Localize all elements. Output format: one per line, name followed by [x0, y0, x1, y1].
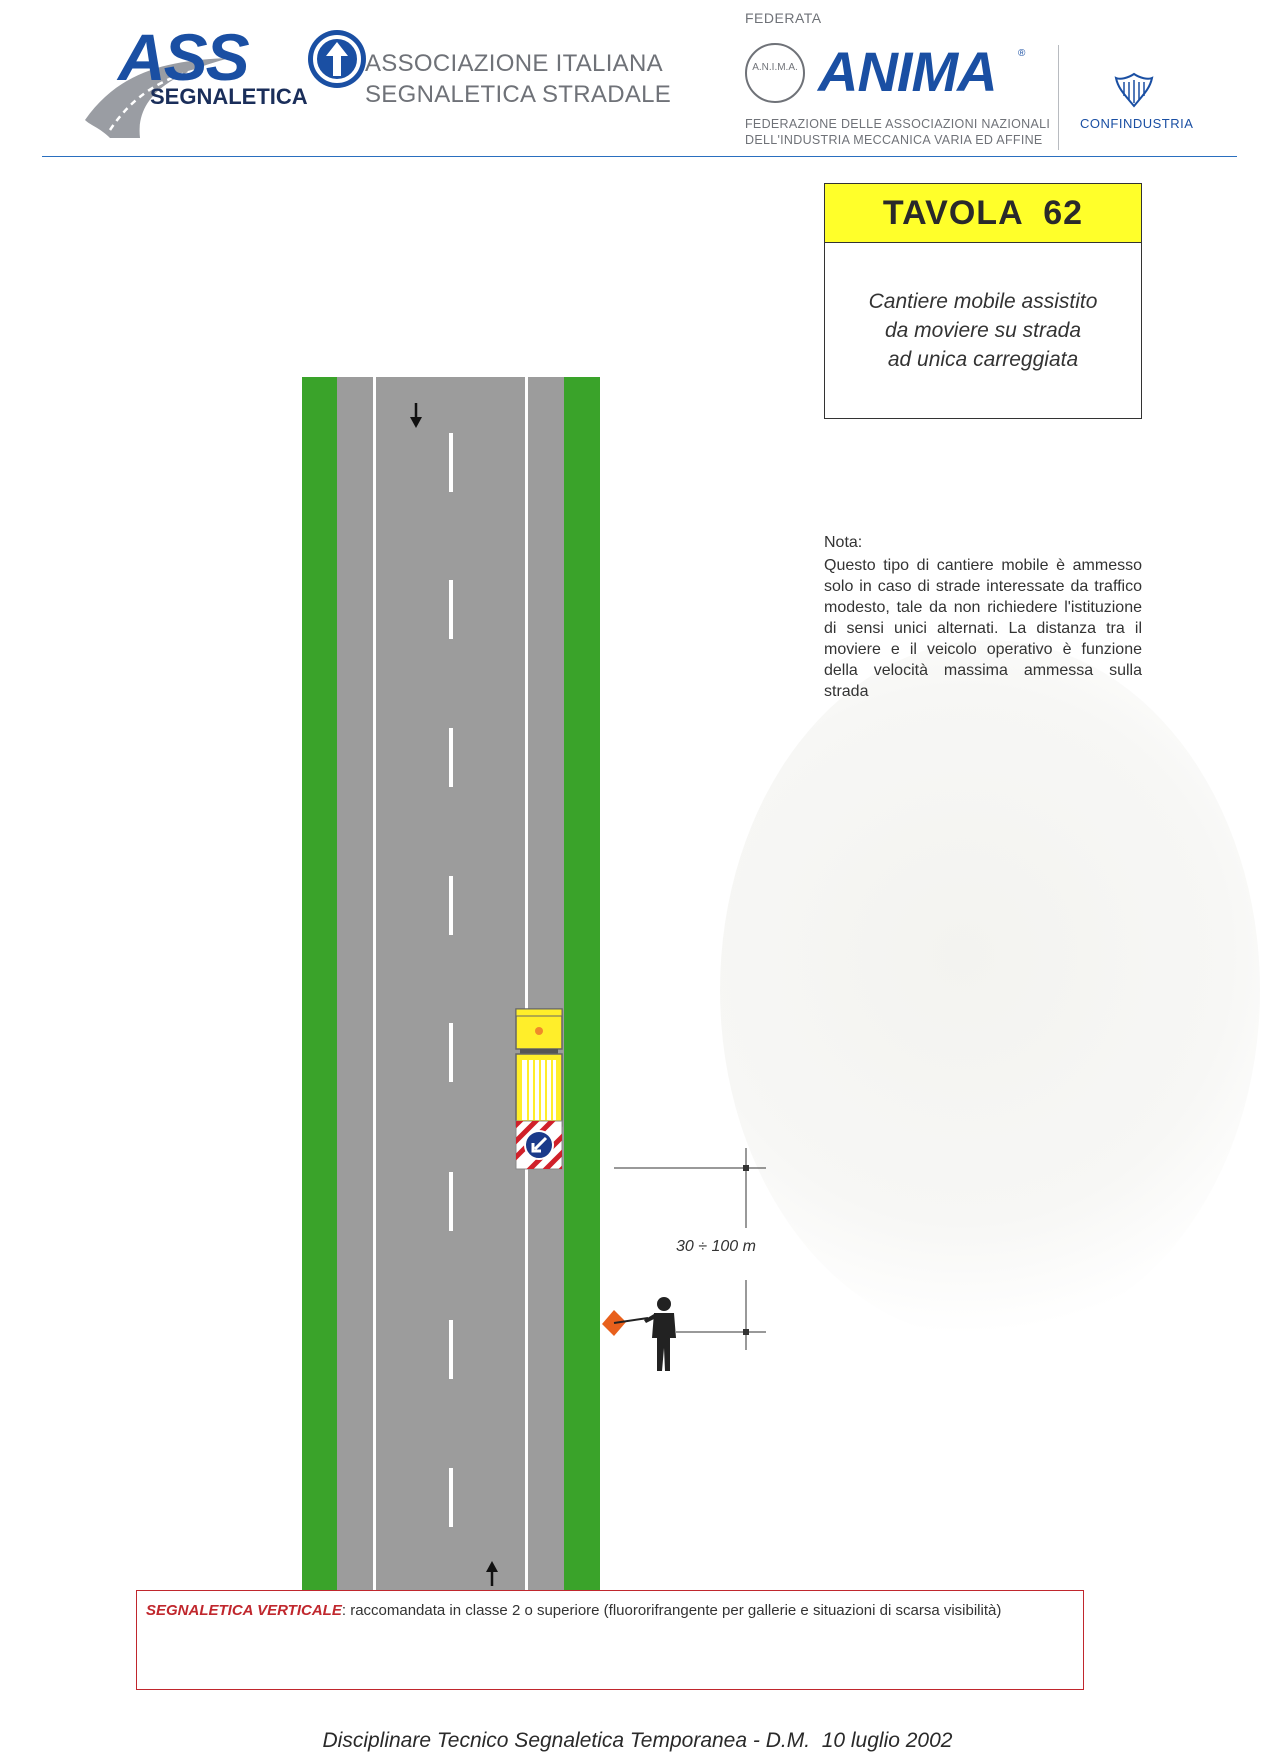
distance-label: 30 ÷ 100 m	[676, 1238, 756, 1255]
tavola-description-line2: da moviere su strada	[884, 319, 1082, 342]
segnaletica-verticale-text: : raccomandata in classe 2 o superiore (…	[341, 1602, 1002, 1619]
center-dash	[449, 580, 453, 639]
road-surface	[302, 377, 600, 1590]
header-vertical-divider	[1058, 45, 1059, 150]
work-vehicle	[515, 1008, 563, 1131]
arrow-up-circle-icon	[308, 30, 366, 88]
anima-federation-line1: FEDERAZIONE DELLE ASSOCIAZIONI NAZIONALI	[745, 117, 1051, 131]
road-swoosh-icon	[85, 58, 231, 138]
flagman-figure	[602, 1297, 676, 1371]
center-dash	[449, 876, 453, 935]
tavola-title: TAVOLA 62	[882, 194, 1084, 232]
rear-warning-panel	[515, 1120, 563, 1170]
anima-registered-mark: ®	[1018, 48, 1026, 59]
association-name: ASSOCIAZIONE ITALIANA SEGNALETICA STRADA…	[365, 48, 671, 110]
center-dash	[449, 1172, 453, 1231]
background-disc	[720, 640, 1260, 1340]
segnaletica-verticale-label: SEGNALETICA VERTICALE	[146, 1602, 342, 1619]
confindustria-eagle-icon	[1114, 70, 1154, 115]
tavola-description-line3: ad unica carreggiata	[887, 348, 1079, 371]
center-dash	[449, 433, 453, 492]
asso-logo-word: ASS	[118, 20, 250, 94]
anima-logo: ANIMA	[818, 40, 998, 103]
segnaletica-verticale-box: SEGNALETICA VERTICALE: raccomandata in c…	[136, 1590, 1084, 1690]
tavola-box: TAVOLA 62 Cantiere mobile assistito da m…	[824, 183, 1142, 419]
tavola-header: TAVOLA 62	[825, 184, 1141, 243]
center-dash	[449, 1023, 453, 1082]
association-name-line2: SEGNALETICA STRADALE	[365, 81, 672, 108]
confindustria-label: CONFINDUSTRIA	[1080, 116, 1194, 131]
center-dash	[449, 728, 453, 787]
left-edge-line	[373, 377, 376, 1590]
association-name-line1: ASSOCIAZIONE ITALIANA	[365, 50, 663, 77]
segnaletica-verticale-note: SEGNALETICA VERTICALE: raccomandata in c…	[146, 1602, 1001, 1619]
header-divider	[42, 156, 1237, 157]
distance-dimension	[614, 1148, 766, 1350]
right-grass-verge	[564, 377, 600, 1590]
nota-text: Questo tipo di cantiere mobile è ammesso…	[824, 557, 1142, 700]
anima-seal-icon: A.N.I.M.A.	[745, 43, 805, 103]
asso-logo-sub: SEGNALETICA	[150, 84, 308, 109]
tavola-description: Cantiere mobile assistito da moviere su …	[825, 287, 1141, 374]
federata-label: FEDERATA	[745, 10, 822, 26]
left-grass-verge	[302, 377, 337, 1590]
anima-federation-text: FEDERAZIONE DELLE ASSOCIAZIONI NAZIONALI…	[745, 116, 1050, 148]
anima-seal-text: A.N.I.M.A.	[752, 62, 798, 73]
tavola-description-line1: Cantiere mobile assistito	[868, 290, 1098, 313]
nota-label: Nota:	[824, 534, 863, 551]
right-edge-line	[525, 377, 528, 1590]
arrow-up-icon	[486, 1561, 498, 1586]
anima-federation-line2: DELL'INDUSTRIA MECCANICA VARIA ED AFFINE	[745, 133, 1043, 147]
center-dash	[449, 1320, 453, 1379]
center-dash	[449, 1468, 453, 1527]
arrow-down-icon	[410, 403, 422, 428]
document-title: Disciplinare Tecnico Segnaletica Tempora…	[322, 1729, 953, 1752]
asso-segnaletica-logo: ASS SEGNALETICA	[80, 20, 366, 140]
